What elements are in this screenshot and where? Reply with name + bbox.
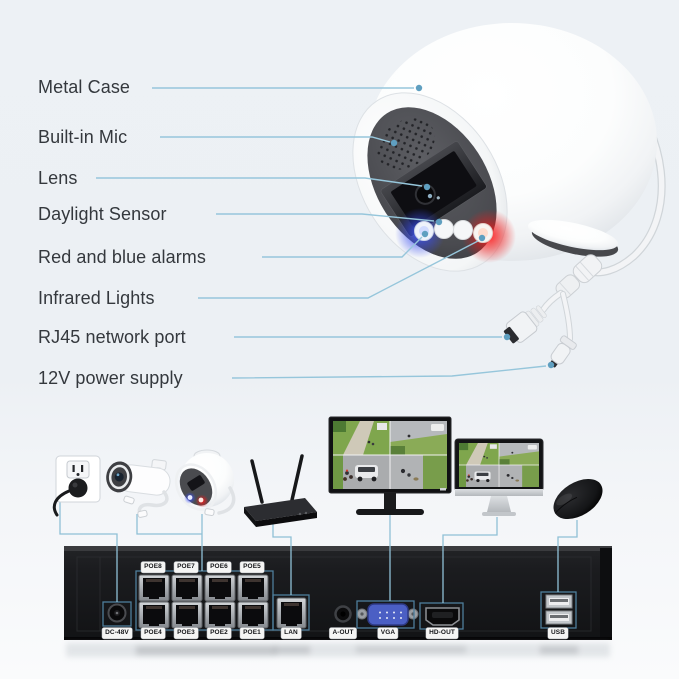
label-poe3: POE3 [174,627,198,639]
wifi-router [244,454,317,527]
callout-line-alarms [262,236,423,258]
label-poe1: POE1 [240,627,264,639]
label-hdout: HD-OUT [426,627,458,639]
nvr-poe-ports [138,574,269,629]
callout-built-in-mic: Built-in Mic [38,127,128,147]
rj45-port [204,601,236,629]
label-poe6: POE6 [207,561,231,573]
monitor-screen [333,421,447,489]
turret-camera-pigtail [217,486,236,515]
rj45-port [237,574,269,602]
label-dc48v: DC-48V [102,627,132,639]
rj45-port [237,601,269,629]
rj45-connector [503,305,547,344]
mic-speaker-holes [377,118,435,170]
power-outlet [52,455,101,517]
monitor [328,416,452,515]
wire-monitor-to-hdmi [442,517,498,603]
hero-turret-camera [352,23,666,368]
bullet-camera [106,459,171,518]
label-poe2: POE2 [207,627,231,639]
callout-daylight-sensor: Daylight Sensor [38,204,167,224]
callout-red-blue-alarms: Red and blue alarms [38,247,206,267]
rj45-port [138,601,170,629]
wire-cameras-to-poe [136,514,203,571]
callout-lens: Lens [38,168,78,188]
label-poe7: POE7 [174,561,198,573]
rj45-port [138,574,170,602]
camera-mount-slot [527,219,619,257]
nvr-recorder [64,546,612,640]
label-poe8: POE8 [141,561,165,573]
daylight-sensor-dot [427,193,433,199]
callout-line-infrared [198,240,479,299]
wire-router-to-lan [272,524,292,595]
rj45-port [171,601,203,629]
callout-infrared-lights: Infrared Lights [38,288,155,308]
nvr-lan-port [276,597,307,629]
label-poe4: POE4 [141,627,165,639]
led-white-2 [453,220,473,240]
label-vga: VGA [377,627,399,639]
plug-cord [52,489,71,517]
label-poe5: POE5 [240,561,264,573]
nvr-reflection [66,643,610,657]
nvr-hdmi-port [425,607,460,626]
wiring-lines [59,502,578,603]
nvr-vga-port [356,603,419,626]
dc-power-connector [549,335,577,368]
nvr-usb-ports [545,594,573,625]
turret-camera [174,449,236,517]
router-antenna [250,459,264,504]
rj45-port [171,574,203,602]
nvr-dc-port [107,603,127,623]
wire-mouse-to-usb [557,520,578,592]
label-lan: LAN [281,627,301,639]
cable-junction [539,254,603,342]
monitor-screen [459,443,539,487]
rj45-port [204,574,236,602]
label-usb: USB [547,627,569,639]
label-aout: A-OUT [329,627,357,639]
nvr-aout-jack [334,605,352,623]
callout-line-lens [96,177,423,187]
callout-line-power [231,365,547,379]
callout-line-mic [160,136,391,143]
callout-rj45-port: RJ45 network port [38,327,186,347]
router-antenna [290,454,304,502]
callout-metal-case: Metal Case [38,77,131,97]
callout-dots [390,84,555,369]
bullet-camera-pigtail [137,490,169,517]
mouse [553,478,603,520]
callout-lines [96,87,547,379]
callout-12v-power: 12V power supply [38,368,183,388]
outlet-plug [68,478,88,498]
callout-line-daylight [216,213,435,222]
wire-outlet-to-dc [59,502,118,602]
all-in-one-monitor [454,438,544,516]
